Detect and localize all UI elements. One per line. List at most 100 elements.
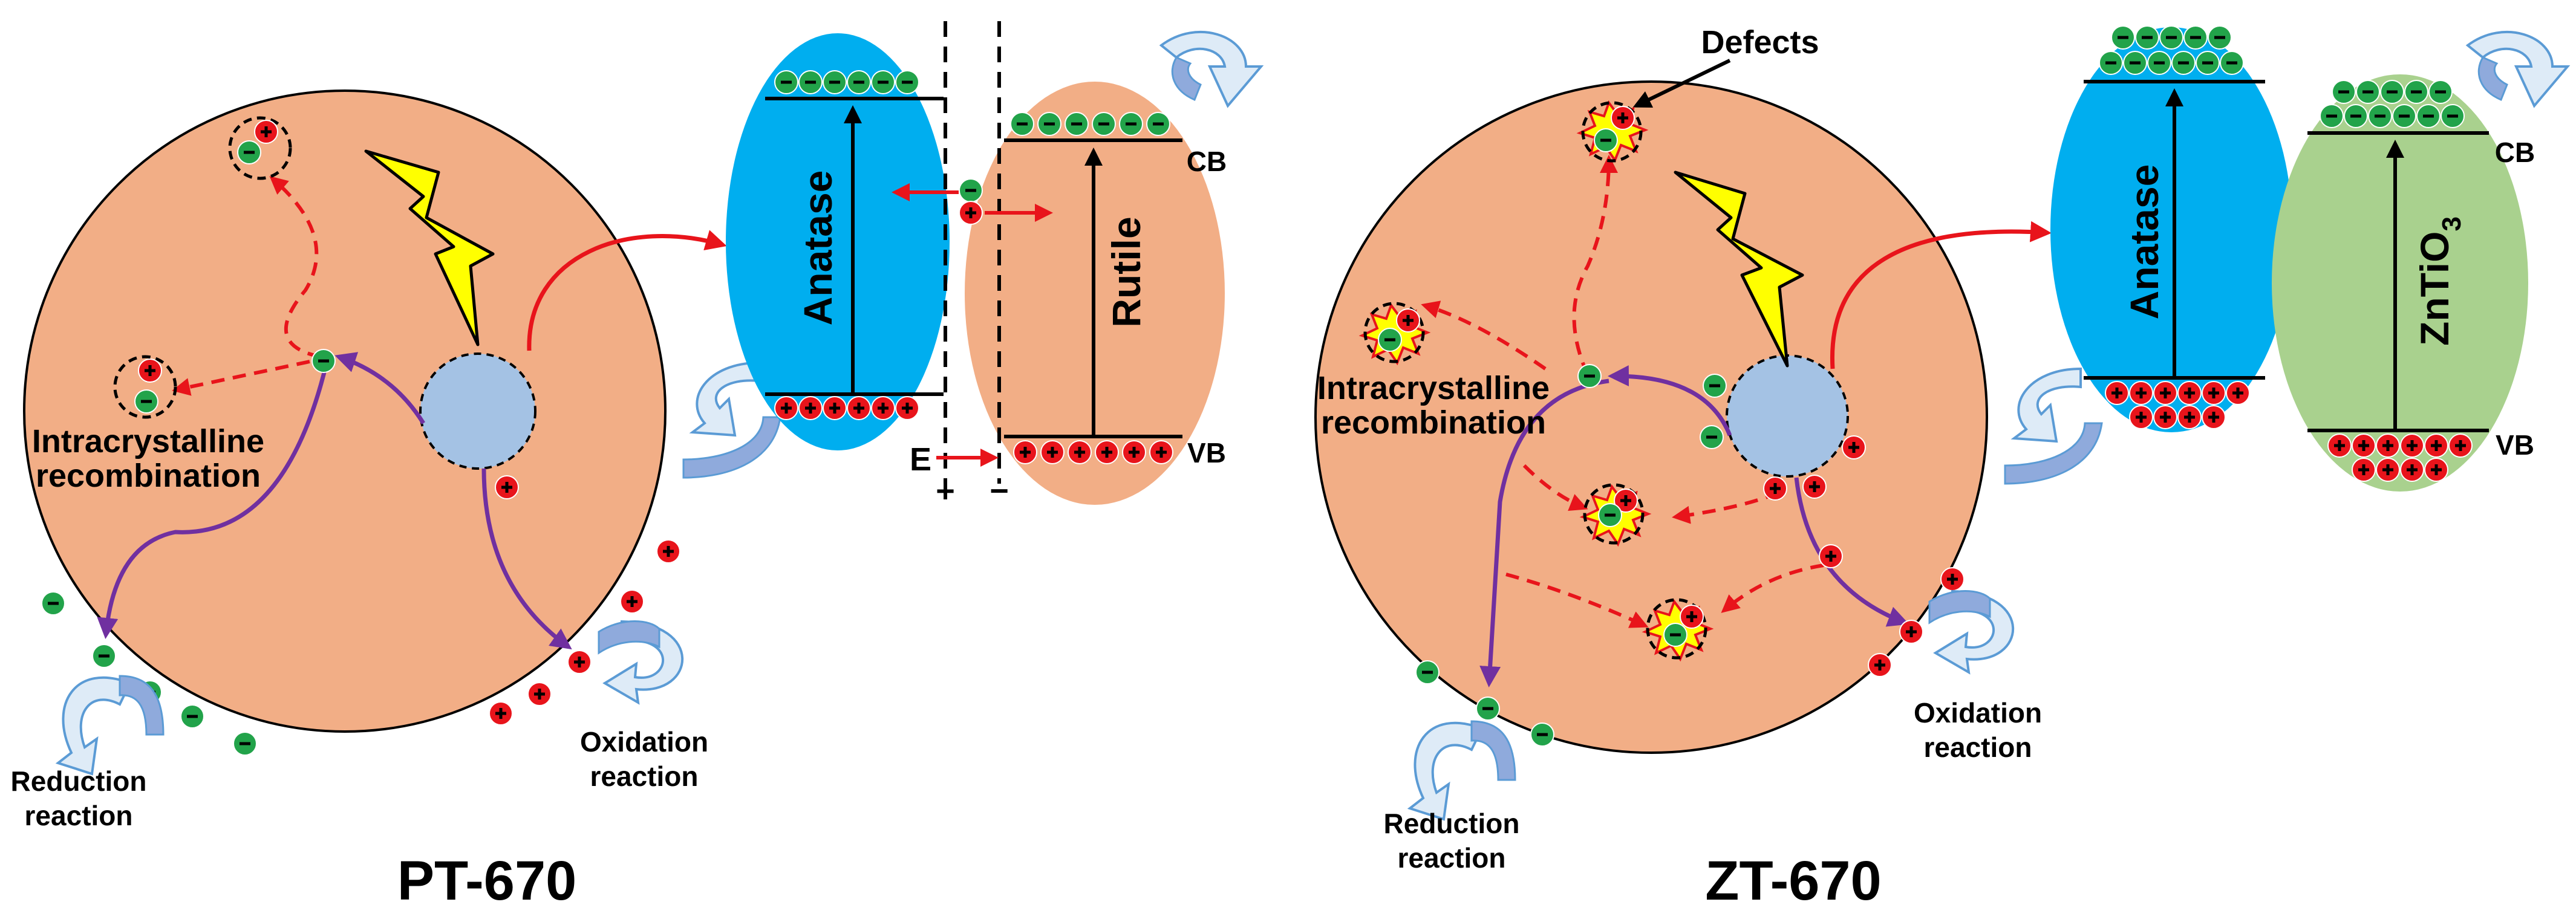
electron [798, 70, 823, 94]
anatase-band [726, 33, 950, 450]
oxidation-label: Oxidation [1914, 697, 2042, 729]
hole [1899, 620, 1923, 644]
electron [2416, 104, 2441, 128]
hole [1040, 440, 1065, 464]
hole [798, 396, 823, 420]
curved-arrow-icon [1159, 30, 1264, 108]
reduction-arrow-icon [119, 675, 165, 736]
hole [138, 359, 162, 383]
hole [1819, 544, 1843, 568]
hole [847, 396, 871, 420]
oxidation-label: reaction [590, 761, 699, 792]
charge-transfer-arrow [527, 230, 727, 351]
electron [1703, 374, 1727, 398]
defects-pointer-arrow [1632, 59, 1731, 108]
hole [1095, 440, 1119, 464]
anatase-label: Anatase [2122, 164, 2167, 320]
recombination-path-arrow [172, 360, 310, 396]
electron [92, 644, 116, 668]
particle [1314, 80, 1988, 754]
defects-label: Defects [1701, 24, 1819, 60]
electron [2111, 25, 2135, 50]
electron [2356, 80, 2380, 104]
curved-arrow-icon [689, 361, 760, 437]
electron [2208, 25, 2232, 50]
hole [1068, 440, 1092, 464]
curved-arrow-icon [2004, 422, 2103, 485]
electron [1530, 722, 1554, 747]
oxidation-arrow-icon [1933, 589, 2015, 675]
hole [2105, 381, 2129, 405]
hole [2226, 381, 2250, 405]
hole [254, 120, 278, 144]
hole [1868, 653, 1892, 677]
rutile-label: Rutile [1104, 216, 1149, 327]
electron [2344, 104, 2368, 128]
cb-label: CB [2495, 137, 2535, 168]
hole [2376, 433, 2400, 458]
lightning-bolt-icon [1674, 170, 1804, 368]
recombination-label: Intracrystalline [1317, 370, 1550, 406]
electron [134, 389, 158, 414]
electron [2380, 80, 2404, 104]
electron [1476, 696, 1500, 721]
plus-sign: + [936, 473, 955, 509]
hole [1396, 308, 1420, 333]
electron [1598, 503, 1622, 527]
hole [2424, 458, 2448, 482]
hole [1149, 440, 1173, 464]
electron [2441, 104, 2465, 128]
hole [1680, 605, 1704, 629]
hole [2177, 405, 2202, 429]
electron [1037, 112, 1061, 136]
particle [23, 89, 667, 733]
hole [1611, 106, 1635, 130]
curved-arrow-icon [2010, 367, 2082, 443]
electron [2171, 51, 2196, 75]
oxidation-arrow-icon [598, 620, 660, 655]
recombination-path-arrow [1505, 573, 1649, 628]
recombination-ring [228, 116, 292, 180]
defect-ring [1646, 598, 1707, 660]
electron [1663, 623, 1687, 647]
panel-zt670: Defects [1314, 24, 2571, 912]
electron [1415, 660, 1440, 684]
recombination-path-arrow [1721, 563, 1824, 613]
electron [41, 591, 65, 615]
hole [2327, 433, 2352, 458]
electron [1594, 128, 1618, 152]
electron [237, 140, 261, 164]
electron [233, 732, 257, 756]
hole [1940, 567, 1965, 591]
cb-label: CB [1187, 146, 1227, 177]
oxidation-arrow-icon [1928, 590, 1991, 625]
curved-arrow-icon [2465, 30, 2571, 108]
electron [847, 70, 871, 94]
electron [2368, 104, 2392, 128]
defect-ring [1581, 101, 1643, 163]
electron [1378, 328, 1402, 352]
hole [2352, 433, 2376, 458]
electron [2123, 51, 2147, 75]
electron [1119, 112, 1143, 136]
reduction-label: Reduction [1384, 808, 1520, 839]
oxidation-label: reaction [1924, 732, 2032, 763]
reduction-arrow-icon [1470, 720, 1516, 781]
electron [1065, 112, 1089, 136]
reduction-label: Reduction [11, 765, 147, 797]
panel-title: ZT-670 [1705, 850, 1881, 912]
hole [2424, 433, 2448, 458]
vb-label: VB [2496, 429, 2534, 461]
core [1726, 354, 1849, 478]
hole-path-arrow [1794, 477, 1909, 627]
hole [527, 682, 552, 706]
hole [1763, 476, 1787, 501]
reduction-arrow-icon [55, 676, 132, 776]
electron [1092, 112, 1116, 136]
hole [2153, 405, 2177, 429]
electron [774, 70, 798, 94]
hole [1122, 440, 1146, 464]
hole [959, 201, 983, 225]
charge-transfer-arrow [1830, 221, 2052, 369]
